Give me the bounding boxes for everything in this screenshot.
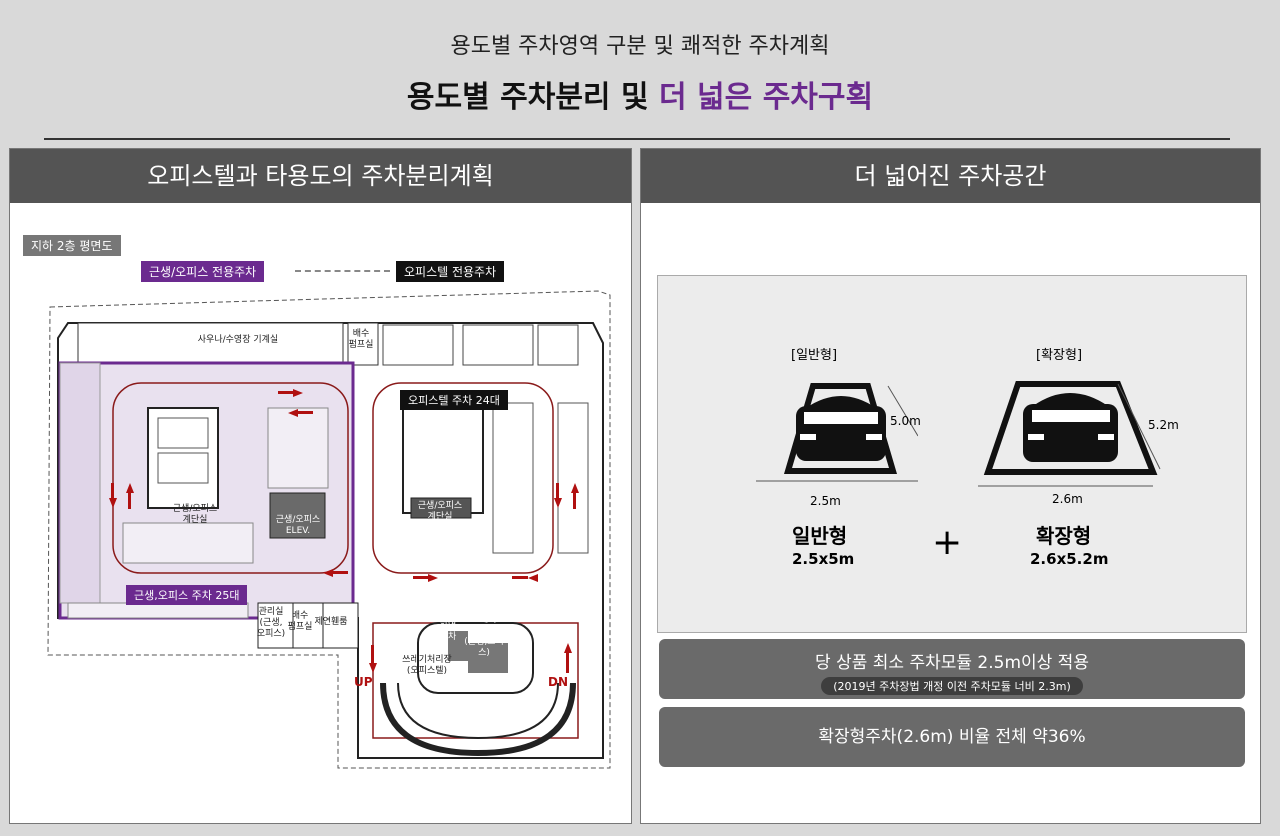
extended-tag: [확장형] [1036, 348, 1083, 363]
standard-length: 5.0m [890, 414, 921, 428]
header-divider [44, 138, 1230, 140]
standard-car-diagram [756, 383, 918, 482]
legend-officetel: 오피스텔 전용주차 [396, 261, 505, 282]
extended-name: 확장형 [1036, 524, 1092, 548]
room-mechanical: 사우나/수영장 기계실 [197, 335, 279, 345]
standard-name: 일반형 [792, 524, 848, 548]
legend-connector [295, 270, 390, 272]
standard-width: 2.5m [810, 494, 841, 508]
headline-main: 용도별 주차분리 및 [406, 80, 660, 115]
standard-tag: [일반형] [791, 348, 838, 363]
stair-officetel: 근생/오피스 계단실 [417, 501, 463, 522]
zone-officetel-label: 오피스텔 주차 24대 [400, 390, 508, 410]
room-drain2: 배수 펌프실 [287, 611, 313, 632]
plus-sign: + [932, 522, 963, 563]
page-headline: 용도별 주차분리 및 더 넓은 주차구획 [0, 72, 1280, 116]
left-panel-title: 오피스텔과 타용도의 주차분리계획 [10, 149, 631, 203]
ramp-up-label: UP [354, 675, 373, 689]
car-icon [796, 396, 886, 461]
info-bar-module: 당 상품 최소 주차모듈 2.5m이상 적용 (2019년 주차장법 개정 이전… [659, 639, 1245, 699]
stair-commercial: 근생/오피스 계단실 [172, 504, 218, 525]
extended-width: 2.6m [1052, 492, 1083, 506]
headline-highlight: 더 넓은 주차구획 [659, 80, 874, 115]
left-panel: 오피스텔과 타용도의 주차분리계획 지하 2층 평면도 근생/오피스 전용주차 … [9, 148, 632, 824]
room-drain: 배수 펌프실 [348, 329, 374, 350]
info-module-sub: (2019년 주차장법 개정 이전 주차모듈 너비 2.3m) [821, 677, 1083, 695]
extended-length: 5.2m [1148, 418, 1179, 432]
room-fire: 제연휀룸 [314, 617, 348, 627]
comparison-box: [일반형] 5.0m 2.5m 일반형 2.5x5m + [확장형] [657, 275, 1247, 633]
page-subtitle: 용도별 주차영역 구분 및 쾌적한 주차계획 [450, 34, 830, 59]
info-bar-ratio: 확장형주차(2.6m) 비율 전체 약36% [659, 707, 1245, 767]
elev-commercial: 근생/오피스 ELEV. [275, 515, 321, 536]
zone-commercial-label: 근생,오피스 주차 25대 [126, 585, 248, 605]
floor-label: 지하 2층 평면도 [23, 235, 121, 256]
info-ratio-text: 확장형주차(2.6m) 비율 전체 약36% [818, 727, 1086, 747]
car-icon [1023, 393, 1118, 462]
right-panel-title: 더 넓어진 주차공간 [641, 149, 1260, 203]
extended-size: 2.6x5.2m [1030, 550, 1109, 568]
legend-commercial: 근생/오피스 전용주차 [141, 261, 265, 282]
room-garbage: 쓰레기 저리장 (근생,오피스) [464, 615, 504, 658]
room-garbage2: 쓰레기처리장 (오피스텔) [402, 655, 452, 676]
info-module-main: 당 상품 최소 주차모듈 2.5m이상 적용 [815, 653, 1089, 673]
room-dry: 하역 주차 [439, 621, 457, 642]
ramp-dn-label: DN [548, 675, 569, 689]
extended-car-diagram [978, 381, 1161, 487]
right-panel: 더 넓어진 주차공간 [일반형] 5.0m 2.5m 일반형 2.5x5m + … [640, 148, 1261, 824]
room-manage: 관리실 (근생, 오피스) [256, 607, 286, 639]
floor-plan [47, 290, 611, 769]
standard-size: 2.5x5m [792, 550, 855, 568]
